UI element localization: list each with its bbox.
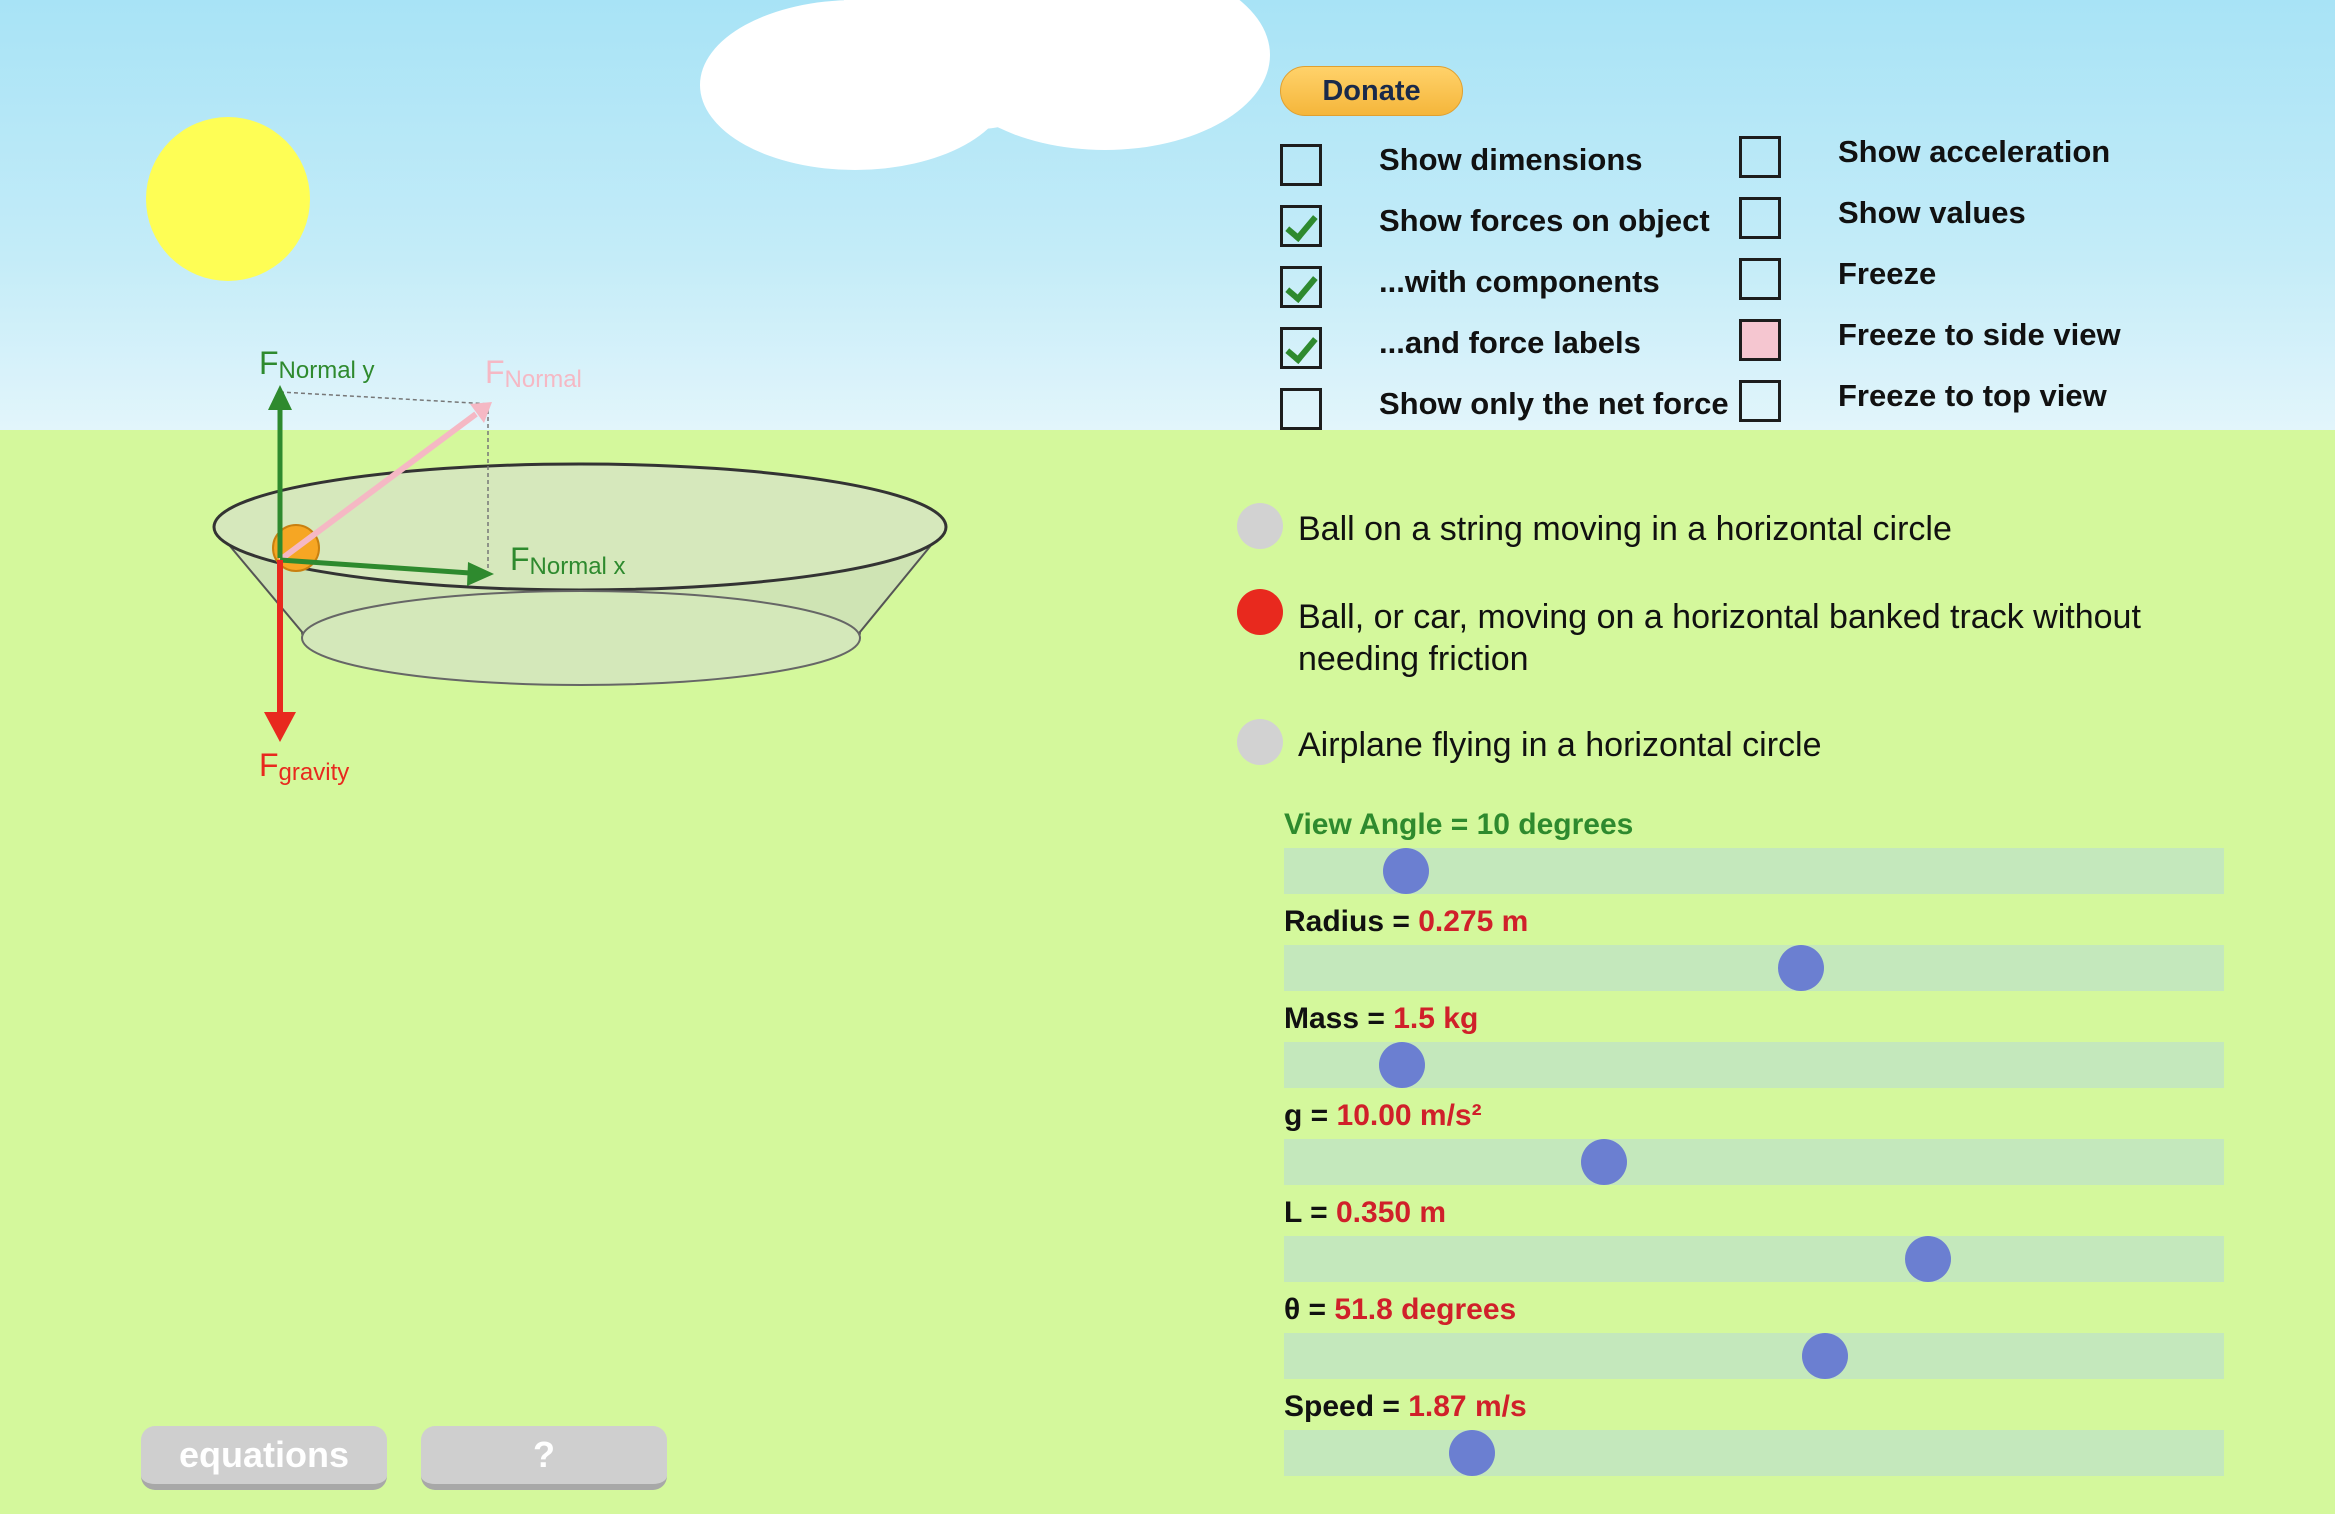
theta-label: θ = 51.8 degrees bbox=[1284, 1293, 1517, 1326]
L-slider[interactable] bbox=[1284, 1236, 2224, 1282]
scenario-label-string[interactable]: Ball on a string moving in a horizontal … bbox=[1298, 510, 1952, 548]
freeze-side-label: Freeze to side view bbox=[1838, 317, 2121, 352]
help-button[interactable]: ? bbox=[421, 1426, 667, 1490]
scenario-radio-airplane[interactable] bbox=[1237, 719, 1283, 765]
g-slider-knob[interactable] bbox=[1580, 1139, 1627, 1185]
radius-slider-knob[interactable] bbox=[1778, 945, 1824, 991]
force-labels-checkbox[interactable] bbox=[1280, 327, 1322, 369]
banked-track-bowl bbox=[212, 462, 948, 686]
donate-button[interactable]: Donate bbox=[1280, 66, 1463, 116]
speed-slider[interactable] bbox=[1284, 1430, 2224, 1476]
simulation-canvas: FNormal y FNormal FNormal x Fgravity bbox=[212, 345, 948, 786]
L-slider-knob[interactable] bbox=[1904, 1236, 1951, 1282]
show-forces-label: Show forces on object bbox=[1379, 203, 1710, 238]
show-dimensions-label: Show dimensions bbox=[1379, 142, 1643, 177]
freeze-checkbox[interactable] bbox=[1739, 258, 1781, 300]
gravity-arrow bbox=[264, 560, 296, 742]
scenario-label-airplane[interactable]: Airplane flying in a horizontal circle bbox=[1298, 726, 1822, 764]
freeze-label: Freeze bbox=[1838, 256, 1937, 291]
normal-x-label: FNormal x bbox=[510, 541, 626, 580]
normal-y-arrow bbox=[268, 385, 292, 558]
theta-slider-knob[interactable] bbox=[1801, 1333, 1848, 1379]
mass-label: Mass = 1.5 kg bbox=[1284, 1002, 1479, 1035]
net-force-label: Show only the net force bbox=[1379, 386, 1729, 421]
g-label: g = 10.00 m/s² bbox=[1284, 1099, 1482, 1132]
show-forces-option[interactable] bbox=[1280, 203, 1322, 249]
theta-slider[interactable] bbox=[1284, 1333, 2224, 1379]
show-values-checkbox[interactable] bbox=[1739, 197, 1781, 239]
normal-x-arrow bbox=[279, 557, 494, 586]
radius-slider[interactable] bbox=[1284, 945, 2224, 991]
show-values-label: Show values bbox=[1838, 195, 2026, 230]
view-angle-slider[interactable] bbox=[1284, 848, 2224, 894]
show-acceleration-label: Show acceleration bbox=[1838, 134, 2111, 169]
g-slider[interactable] bbox=[1284, 1139, 2224, 1185]
show-values-option[interactable] bbox=[1739, 195, 1781, 241]
force-labels-label: ...and force labels bbox=[1379, 325, 1641, 360]
mass-slider-knob[interactable] bbox=[1378, 1042, 1425, 1088]
force-labels-option[interactable] bbox=[1280, 325, 1322, 371]
show-acceleration-option[interactable] bbox=[1739, 134, 1781, 180]
net-force-option[interactable] bbox=[1280, 386, 1322, 432]
scenario-radio-banked-track[interactable] bbox=[1237, 589, 1283, 635]
freeze-top-label: Freeze to top view bbox=[1838, 378, 2107, 413]
speed-label: Speed = 1.87 m/s bbox=[1284, 1390, 1527, 1423]
normal-label: FNormal bbox=[485, 354, 582, 393]
freeze-side-checkbox[interactable] bbox=[1739, 319, 1781, 361]
normal-force-arrow bbox=[278, 402, 492, 563]
freeze-side-option[interactable] bbox=[1739, 317, 1781, 363]
normal-y-label: FNormal y bbox=[259, 345, 375, 384]
show-dimensions-checkbox[interactable] bbox=[1280, 144, 1322, 186]
with-components-checkbox[interactable] bbox=[1280, 266, 1322, 308]
cloud-graphic bbox=[940, 0, 1270, 150]
show-forces-checkbox[interactable] bbox=[1280, 205, 1322, 247]
freeze-top-option[interactable] bbox=[1739, 378, 1781, 424]
mass-slider[interactable] bbox=[1284, 1042, 2224, 1088]
view-angle-label: View Angle = 10 degrees bbox=[1284, 808, 1634, 841]
sun-graphic bbox=[146, 117, 310, 281]
show-acceleration-checkbox[interactable] bbox=[1739, 136, 1781, 178]
with-components-option[interactable] bbox=[1280, 264, 1322, 310]
with-components-label: ...with components bbox=[1379, 264, 1660, 299]
radius-label: Radius = 0.275 m bbox=[1284, 905, 1529, 938]
scenario-label-banked-track[interactable]: Ball, or car, moving on a horizontal ban… bbox=[1298, 598, 2141, 678]
scenario-radio-string[interactable] bbox=[1237, 503, 1283, 549]
construction-line bbox=[279, 391, 491, 405]
net-force-checkbox[interactable] bbox=[1280, 388, 1322, 430]
view-angle-slider-knob[interactable] bbox=[1383, 848, 1430, 894]
freeze-option[interactable] bbox=[1739, 256, 1781, 302]
freeze-top-checkbox[interactable] bbox=[1739, 380, 1781, 422]
show-dimensions-option[interactable] bbox=[1280, 142, 1322, 188]
gravity-label: Fgravity bbox=[259, 747, 349, 786]
equations-button[interactable]: equations bbox=[141, 1426, 387, 1490]
speed-slider-knob[interactable] bbox=[1449, 1430, 1495, 1476]
L-label: L = 0.350 m bbox=[1284, 1196, 1447, 1229]
